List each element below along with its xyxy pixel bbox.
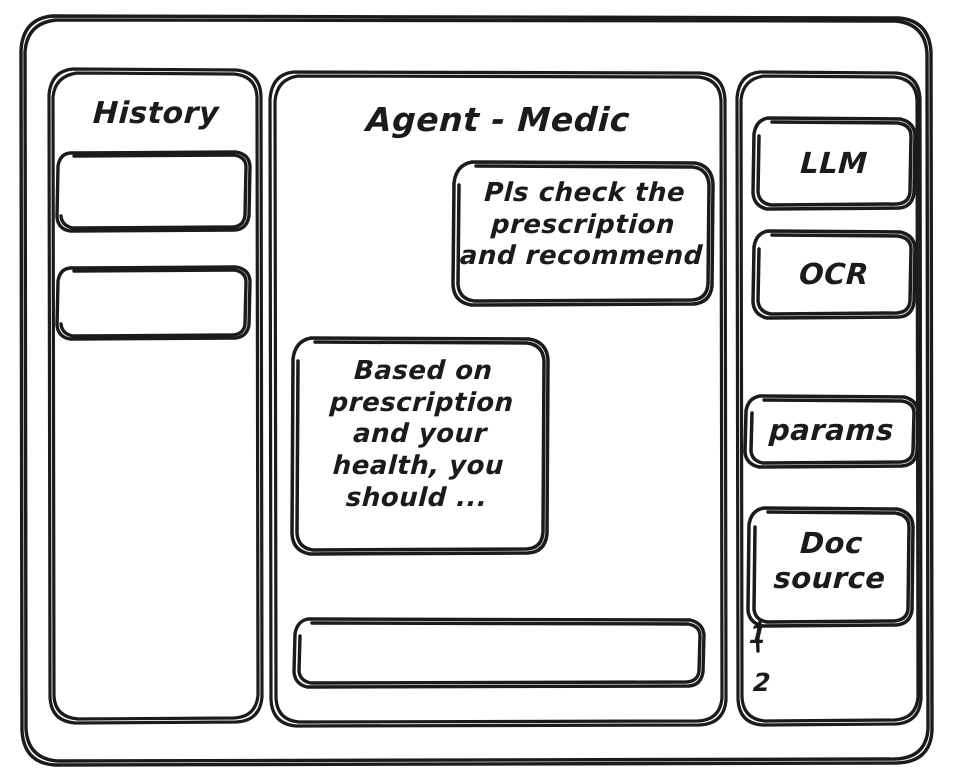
- user-message-text: Pls check the prescription and recommend: [459, 178, 704, 272]
- tool-chip-llm[interactable]: LLM: [753, 118, 915, 209]
- assistant-message-bubble: Based on prescription and your health, y…: [292, 338, 548, 554]
- doc-source-chip[interactable]: Doc source: [748, 508, 913, 626]
- history-panel-title: History: [92, 96, 220, 131]
- doc-source-chip-label: Doc source: [772, 526, 887, 596]
- history-item-2[interactable]: [57, 267, 250, 339]
- doc-list-item-2[interactable]: 2: [752, 668, 772, 697]
- doc-list-item-1[interactable]: 1: [748, 620, 768, 649]
- user-message-bubble: Pls check the prescription and recommend: [453, 162, 713, 305]
- tool-chip-ocr[interactable]: OCR: [753, 231, 915, 318]
- tool-chip-ocr-label: OCR: [798, 257, 870, 291]
- assistant-message-text: Based on prescription and your health, y…: [328, 356, 515, 513]
- composer-input[interactable]: [294, 619, 704, 687]
- tool-chip-llm-label: LLM: [799, 146, 869, 180]
- params-chip-label: params: [768, 413, 895, 447]
- main-panel-title: Agent - Medic: [365, 100, 631, 139]
- history-item-1[interactable]: [57, 152, 250, 231]
- params-chip[interactable]: params: [745, 396, 918, 467]
